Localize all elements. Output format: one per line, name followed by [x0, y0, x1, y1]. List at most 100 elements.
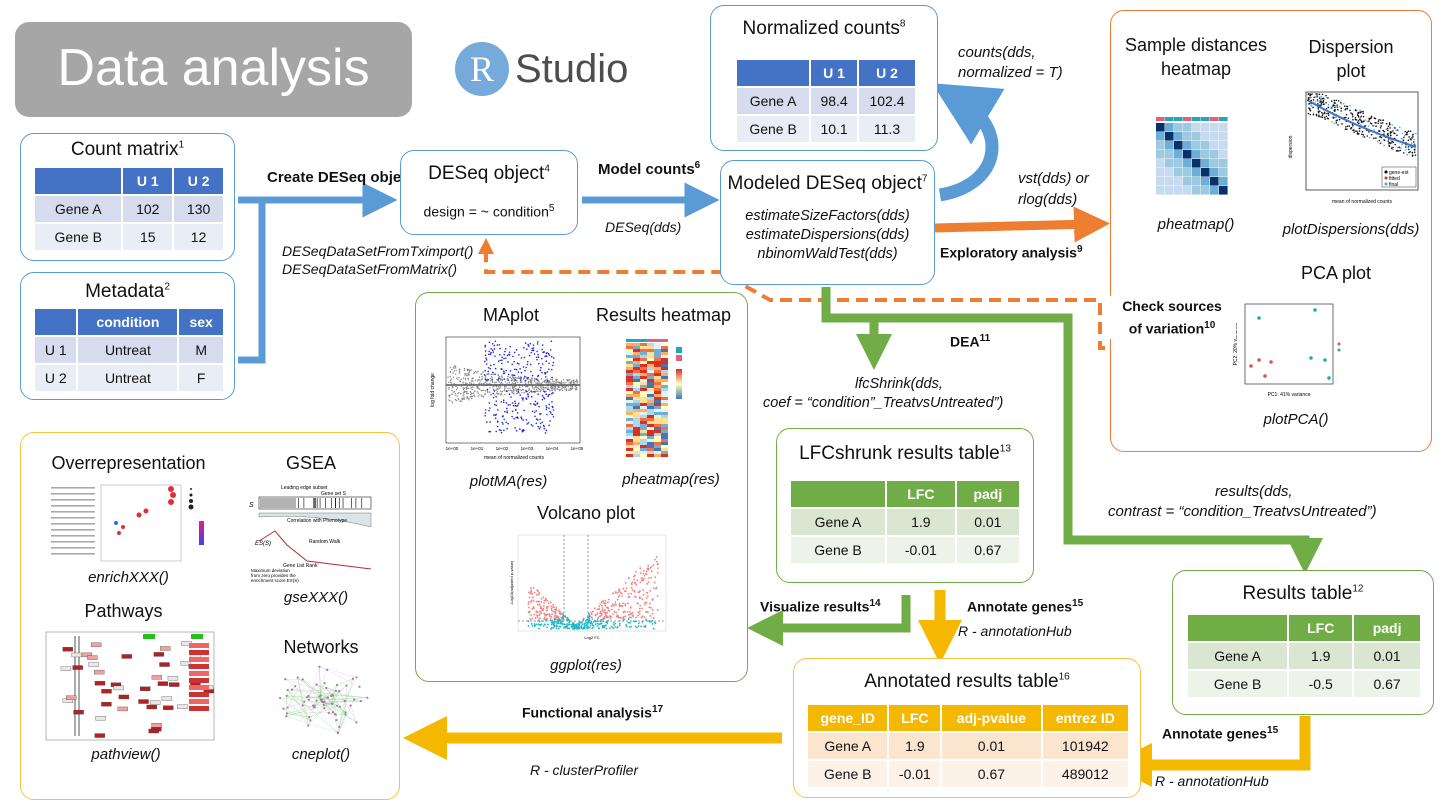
network-node [326, 668, 329, 671]
dispersion-point [1405, 146, 1407, 148]
volcano-point [577, 622, 580, 625]
results-heatmap-cell [647, 352, 654, 355]
ma-point-gray [496, 391, 498, 393]
heatmap-cell [1219, 123, 1228, 132]
ma-point-sig [534, 400, 537, 403]
ma-point-gray [512, 392, 514, 394]
ma-point-sig [524, 369, 526, 372]
results-heatmap-cell [647, 424, 654, 427]
volcano-point [607, 598, 610, 601]
volcano-point [529, 601, 532, 604]
ma-point-gray [552, 382, 554, 384]
volcano-point [531, 592, 534, 595]
heatmap-cell [1201, 168, 1210, 177]
counts-fn-2: normalized = T) [958, 64, 1063, 81]
results-heatmap-cell [626, 424, 633, 427]
dispersion-plot: gene-est fitted final mean of normalized… [1284, 87, 1424, 207]
results-heatmap-cell [654, 409, 661, 412]
results-heatmap-cell [626, 385, 633, 388]
ma-point-sig [541, 421, 543, 424]
heatmap-cell [1156, 141, 1165, 150]
ma-point-sig [530, 370, 532, 373]
ma-point-sig [514, 427, 516, 429]
ma-point-sig [551, 401, 553, 403]
volcano-point [648, 577, 650, 579]
ma-point-sig [540, 413, 542, 415]
ma-point-sig [497, 377, 500, 380]
dispersion-point [1355, 119, 1358, 121]
ma-point-sig [511, 363, 514, 366]
volcano-point [529, 618, 532, 620]
volcano-point [607, 607, 610, 610]
ma-point-sig [496, 420, 499, 422]
volcano-point [531, 617, 534, 620]
pathway-node [167, 676, 179, 681]
ma-point-gray [476, 386, 479, 388]
ma-point-gray [477, 370, 479, 372]
network-edge [280, 697, 311, 721]
ma-point-gray [571, 386, 574, 388]
ma-point-gray [456, 395, 459, 397]
ma-point-sig [486, 379, 488, 382]
ma-point-sig [489, 367, 492, 370]
volcano-point [621, 595, 623, 598]
results-heatmap-cell [661, 397, 668, 400]
results-heatmap-cell [640, 409, 647, 412]
network-node [307, 724, 310, 727]
dispersion-point [1383, 139, 1386, 142]
ma-point-gray [500, 381, 503, 384]
network-node [359, 700, 363, 703]
dispersion-point [1389, 127, 1391, 129]
volcano-point [549, 618, 552, 620]
heatmap-cell [1174, 141, 1183, 150]
dispersion-point [1387, 140, 1390, 142]
volcano-point [566, 616, 569, 619]
ma-point-sig [537, 419, 539, 421]
dispersion-point [1357, 119, 1360, 122]
network-edge [339, 690, 345, 701]
ma-point-gray [537, 388, 540, 390]
volcano-xlabel: Log2 FC [584, 635, 599, 640]
ma-point-gray [463, 369, 466, 372]
dispersion-point [1335, 120, 1337, 122]
ma-point-sig [519, 394, 522, 397]
ma-point-sig [484, 369, 486, 372]
results-heatmap-cell [633, 403, 640, 406]
volcano-point [641, 598, 644, 601]
dispersion-point [1413, 151, 1416, 153]
volcano-point [602, 626, 604, 629]
ma-point-gray [489, 394, 492, 396]
dispersion-point [1388, 123, 1391, 126]
ma-point-sig [538, 405, 540, 408]
volcano-point [599, 612, 602, 615]
ma-point-gray [507, 387, 509, 389]
ma-point-sig [517, 391, 520, 393]
volcano-point [583, 623, 586, 625]
ora-term-label [51, 535, 95, 537]
ma-point-gray [483, 389, 485, 391]
ma-point-gray [497, 386, 500, 388]
ma-point-sig [509, 404, 511, 406]
volcano-point [539, 624, 542, 627]
exploratory-fn-1: vst(dds) or [1018, 170, 1089, 187]
ma-point-gray [512, 390, 514, 393]
ma-point-sig [495, 404, 498, 407]
volcano-point [545, 598, 548, 601]
volcano-point [586, 621, 589, 624]
ma-point-sig [511, 374, 513, 376]
results-heatmap-cell [626, 367, 633, 370]
results-heatmap-cell [626, 400, 633, 403]
results-heatmap-cell [647, 358, 654, 361]
ma-point-gray [503, 389, 505, 392]
ma-point-gray [535, 382, 537, 384]
network-edge [297, 677, 346, 713]
volcano-point [531, 607, 534, 610]
ma-point-sig [529, 342, 532, 345]
dispersion-point [1405, 149, 1407, 151]
dispersion-point [1319, 100, 1321, 102]
dispersion-point [1312, 99, 1315, 101]
volcano-point [637, 614, 640, 617]
ma-point-sig [503, 357, 505, 360]
results-heatmap-cell [661, 433, 668, 436]
